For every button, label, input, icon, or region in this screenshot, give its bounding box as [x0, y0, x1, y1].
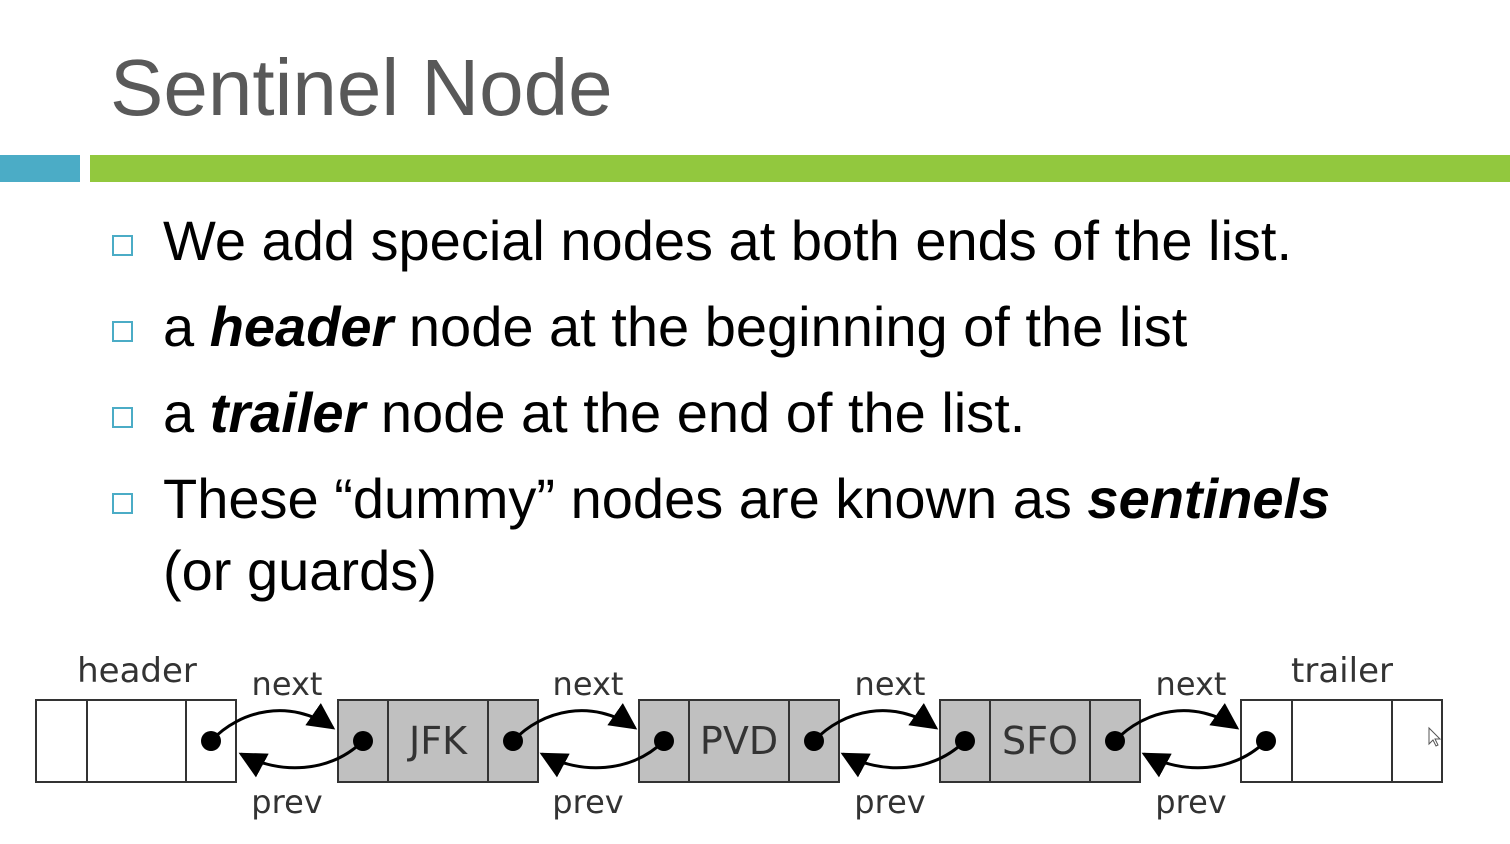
square-bullet-icon: [112, 235, 133, 256]
list-node: [638, 699, 840, 783]
header-label: header: [77, 651, 197, 691]
bullet-text: node at the end of the list.: [365, 381, 1026, 444]
prev-label: prev: [251, 783, 322, 821]
bullet-text: a: [163, 295, 210, 358]
bullet-text: (or guards): [163, 539, 437, 602]
list-node: [939, 699, 1141, 783]
slide-title: Sentinel Node: [110, 43, 613, 132]
bullet-text: These “dummy” nodes are known as: [163, 467, 1088, 530]
node-label: PVD: [700, 719, 778, 763]
bullet-text: node at the beginning of the list: [393, 295, 1188, 358]
node-label: SFO: [1002, 719, 1078, 763]
bullet-item: a trailer node at the end of the list.: [110, 377, 1490, 449]
bullet-item: a header node at the beginning of the li…: [110, 291, 1490, 363]
bullet-text: We add special nodes at both ends of the…: [163, 209, 1293, 272]
list-node: [337, 699, 539, 783]
trailer-sentinel-node: [1240, 699, 1443, 783]
next-label: next: [252, 665, 323, 703]
header-sentinel-node: [35, 699, 237, 783]
square-bullet-icon: [112, 321, 133, 342]
bullet-item: These “dummy” nodes are known as sentine…: [110, 463, 1490, 607]
bullet-emphasis: trailer: [209, 381, 366, 444]
link-arrows: [1113, 703, 1268, 778]
bullet-text: a: [163, 381, 210, 444]
accent-bar-left: [0, 155, 80, 182]
square-bullet-icon: [112, 407, 133, 428]
linked-list-diagram: header JFK PVD SFO trailer next p: [35, 651, 1443, 821]
bullet-emphasis: sentinels: [1087, 467, 1331, 530]
bullet-emphasis: header: [209, 295, 394, 358]
accent-bar-right: [90, 155, 1510, 182]
prev-label: prev: [1155, 783, 1226, 821]
prev-label: prev: [552, 783, 623, 821]
link-arrows: [209, 703, 365, 778]
link-arrows: [511, 703, 666, 778]
prev-label: prev: [854, 783, 925, 821]
link-arrows: [812, 703, 967, 778]
trailer-label: trailer: [1291, 651, 1393, 691]
square-bullet-icon: [112, 493, 133, 514]
node-label: JFK: [407, 719, 468, 763]
bullet-item: We add special nodes at both ends of the…: [110, 205, 1490, 277]
bullet-list: We add special nodes at both ends of the…: [110, 205, 1490, 621]
next-label: next: [855, 665, 926, 703]
next-label: next: [1156, 665, 1227, 703]
mouse-cursor-icon: [1428, 726, 1442, 747]
next-label: next: [553, 665, 624, 703]
